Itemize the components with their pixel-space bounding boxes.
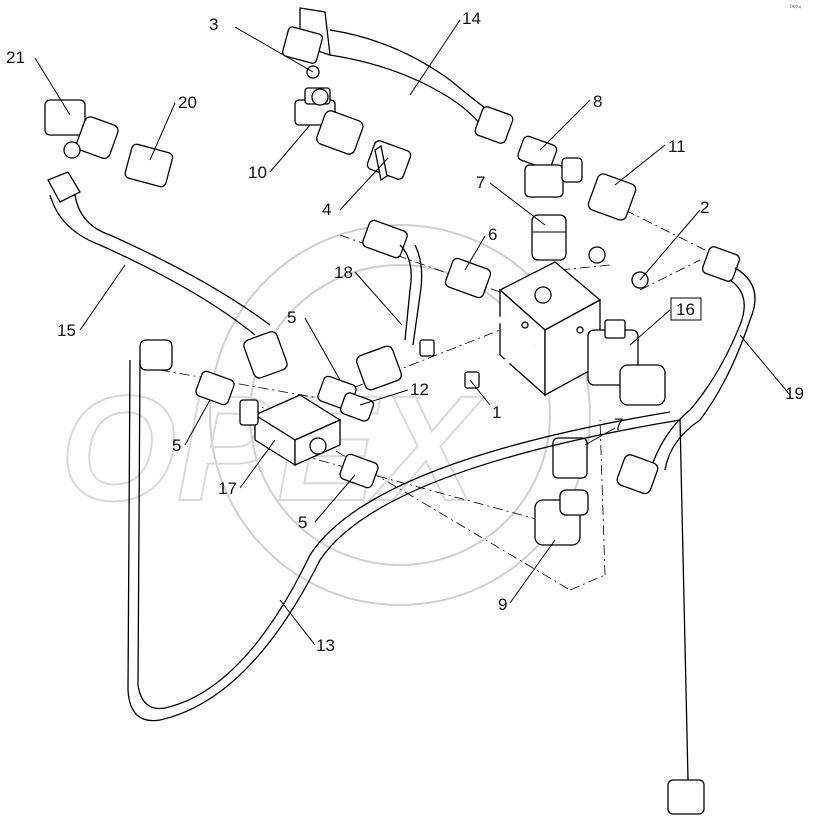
callout-7-lower: 7: [614, 415, 623, 434]
adapter-12: [339, 392, 375, 422]
callout-16-box: 16: [670, 297, 702, 321]
solenoid-16: [587, 319, 666, 406]
callout-13: 13: [316, 636, 335, 655]
callout-11: 11: [668, 137, 686, 156]
nut-2: [588, 246, 649, 289]
callout-2: 2: [700, 198, 709, 217]
callout-7-top: 7: [476, 173, 485, 192]
callout-3: 3: [209, 15, 218, 34]
callout-10: 10: [248, 163, 267, 182]
callout-21: 21: [6, 48, 25, 67]
hose-15: [47, 171, 288, 379]
callout-6: 6: [488, 225, 497, 244]
hose-18: [356, 219, 423, 391]
callout-5-left: 5: [172, 436, 181, 455]
elbow-9: [534, 489, 589, 546]
hose-14: [281, 7, 514, 144]
tee-fitting-8: [517, 135, 583, 198]
bolt-1: [419, 315, 537, 389]
callout-9: 9: [498, 595, 507, 614]
callout-19: 19: [785, 384, 804, 403]
hose-13: [127, 339, 705, 815]
leader-lines: [34, 19, 791, 646]
corner-mark: ⁰⁰⁷⁴: [790, 4, 801, 12]
callout-18: 18: [334, 263, 353, 282]
callout-labels: 3 14 21 20 10 4 8 11 7 6 2 18 15 5 5 12 …: [6, 9, 804, 655]
callout-1: 1: [492, 403, 501, 422]
valve-block: [498, 261, 602, 397]
callout-5-top: 5: [287, 308, 296, 327]
adapter-11: [587, 173, 637, 221]
callout-12: 12: [410, 380, 429, 399]
callout-14: 14: [462, 9, 481, 28]
adapter-7-lower: [552, 437, 588, 479]
hose-19: [616, 246, 756, 495]
adapter-20: [124, 143, 174, 188]
callout-17: 17: [218, 479, 237, 498]
callout-15: 15: [57, 321, 76, 340]
callout-20: 20: [178, 93, 197, 112]
tee-fitting-10: [294, 87, 364, 155]
callout-5-bottom: 5: [298, 513, 307, 532]
adapter-7-top: [531, 214, 567, 261]
callout-16: 16: [676, 300, 695, 319]
tee-fitting-21: [44, 99, 119, 160]
callout-8: 8: [593, 92, 602, 111]
adapter-6: [444, 257, 492, 299]
callout-4: 4: [322, 200, 331, 219]
adapter-4: [366, 140, 412, 182]
